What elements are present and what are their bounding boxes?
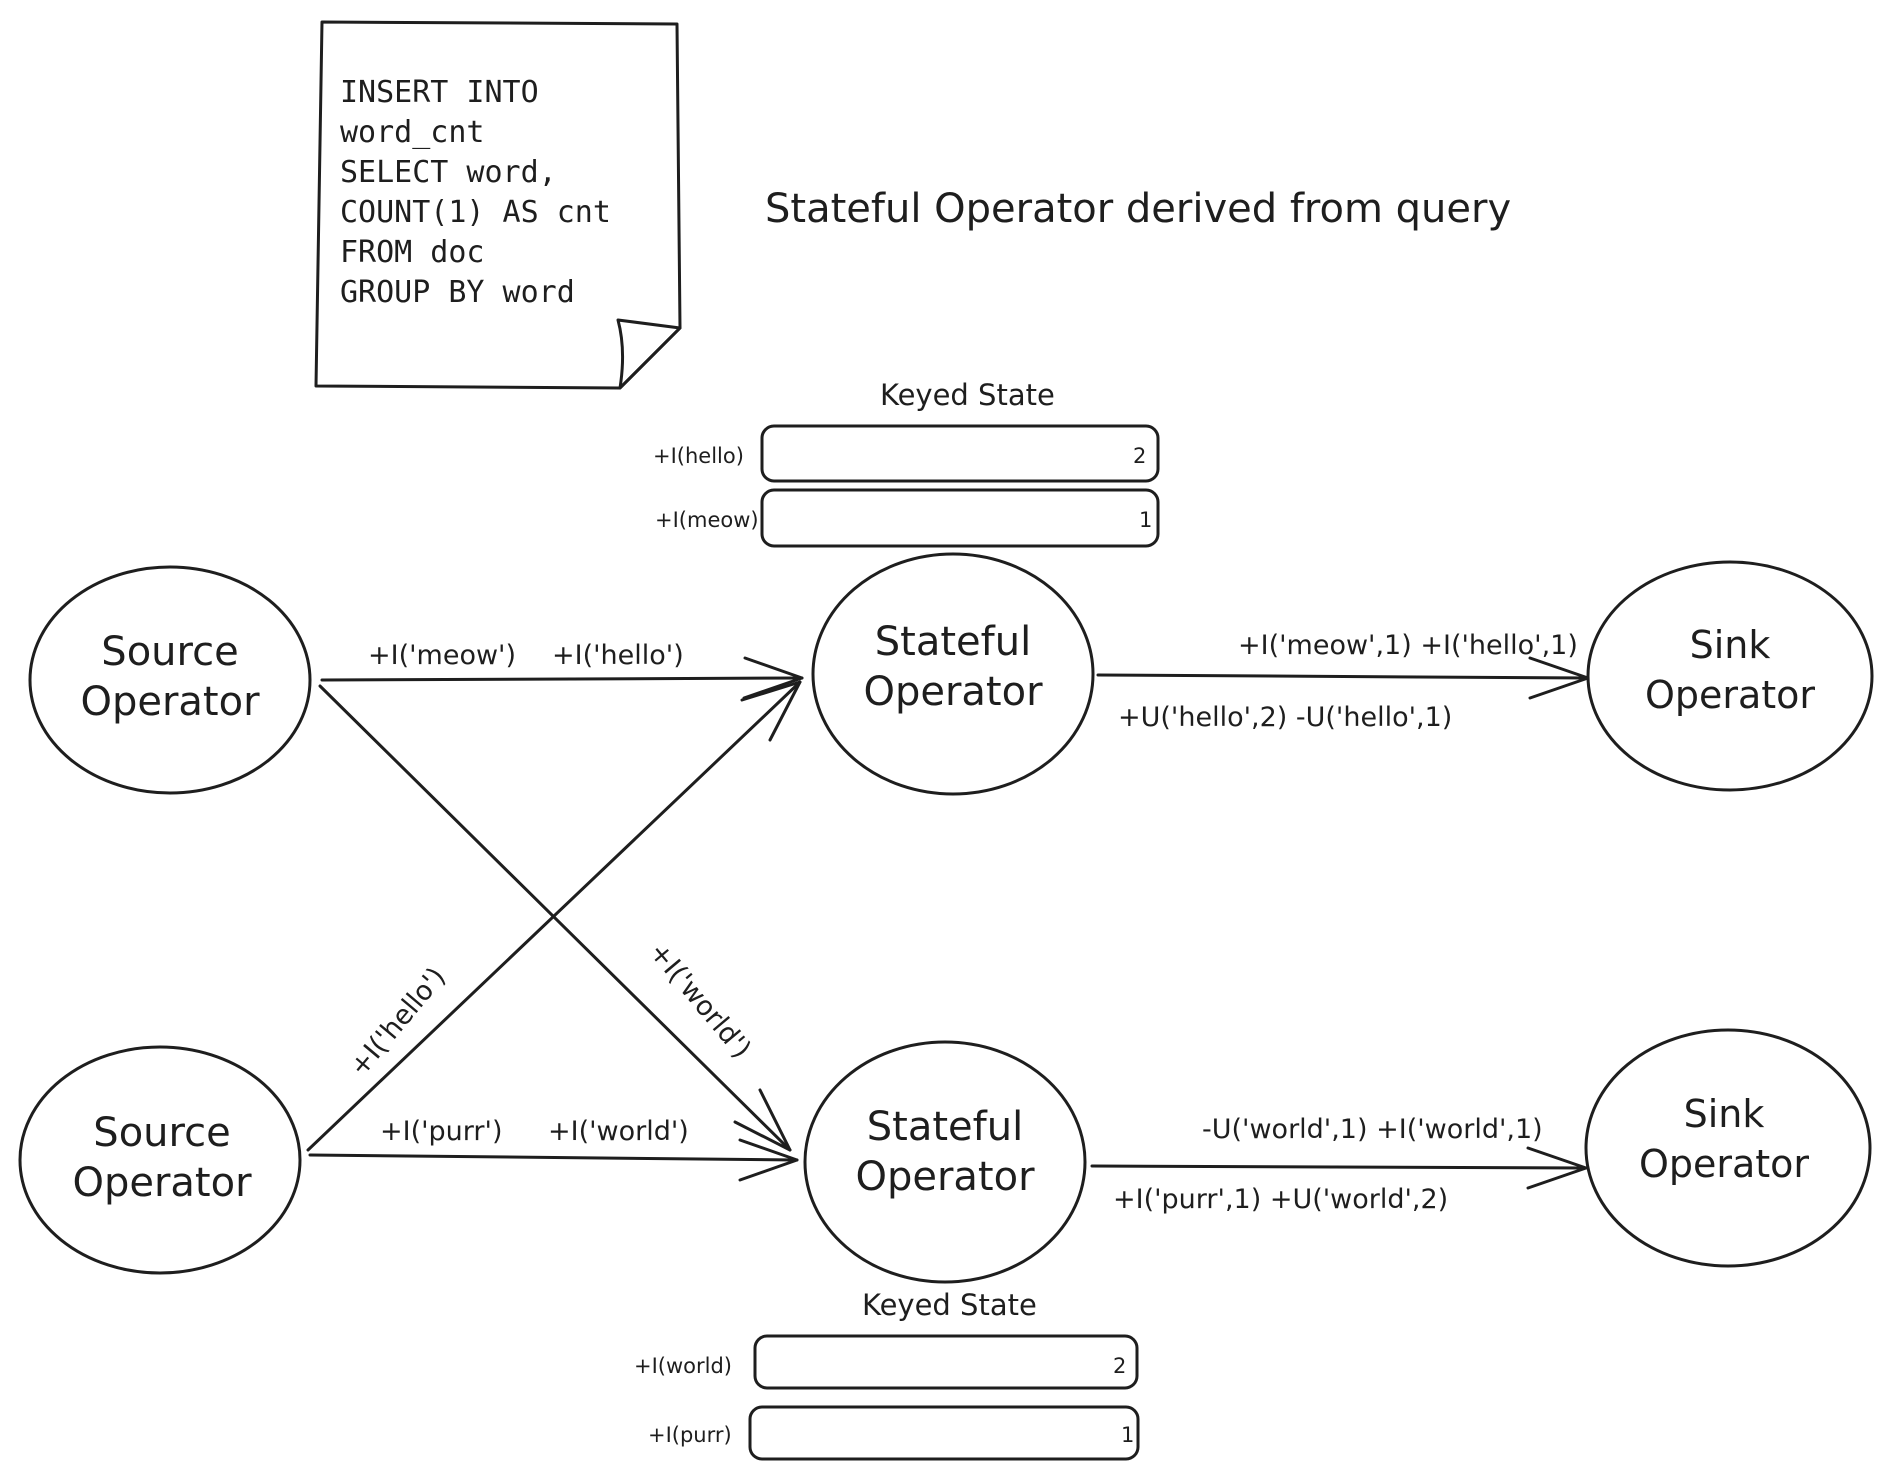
edge-stateful1-sink1 bbox=[1096, 673, 1590, 680]
edge-source2-stateful1 bbox=[306, 680, 802, 1152]
edge-source1-stateful2 bbox=[318, 684, 792, 1152]
state-value: 1 bbox=[1139, 508, 1152, 532]
source-operator-1: Source Operator bbox=[28, 565, 312, 795]
arrowhead bbox=[740, 680, 802, 742]
node-label: Operator bbox=[80, 679, 260, 725]
node-label: Source bbox=[93, 1110, 230, 1156]
state-value: 2 bbox=[1113, 1354, 1126, 1378]
node-label: Sink bbox=[1684, 1092, 1765, 1136]
state-bar-hello bbox=[760, 424, 1160, 483]
node-label: Operator bbox=[1639, 1142, 1809, 1186]
sink-operator-1: Sink Operator bbox=[1586, 560, 1874, 792]
sql-line: SELECT word, bbox=[340, 155, 557, 190]
state-key: +I(world) bbox=[634, 1354, 732, 1378]
state-bar-meow bbox=[760, 488, 1160, 548]
state-value: 1 bbox=[1121, 1423, 1134, 1447]
node-label: Operator bbox=[855, 1154, 1035, 1200]
arrowhead bbox=[1526, 1146, 1588, 1190]
edge-label: +I('purr',1) +U('world',2) bbox=[1113, 1184, 1448, 1215]
node-label: Sink bbox=[1690, 623, 1771, 667]
stateful-operator-1: Stateful Operator bbox=[811, 552, 1095, 796]
arrowhead bbox=[742, 656, 804, 700]
keyed-state-label: Keyed State bbox=[862, 1288, 1037, 1322]
diagram-title: Stateful Operator derived from query bbox=[765, 186, 1511, 232]
edge-label: +I('world') bbox=[643, 937, 757, 1065]
edge-label: +I('meow') bbox=[368, 640, 516, 671]
node-label: Operator bbox=[1645, 673, 1815, 717]
state-key: +I(hello) bbox=[653, 444, 744, 468]
sql-line: GROUP BY word bbox=[340, 275, 575, 310]
edge-source2-stateful2 bbox=[308, 1153, 799, 1162]
sql-line: INSERT INTO bbox=[340, 75, 539, 110]
edge-label: -U('world',1) +I('world',1) bbox=[1202, 1114, 1543, 1145]
edge-label: +I('world') bbox=[548, 1116, 689, 1147]
arrowhead bbox=[733, 1088, 792, 1152]
sql-line: word_cnt bbox=[340, 115, 485, 150]
sink-operator-2: Sink Operator bbox=[1584, 1028, 1872, 1268]
sql-note: INSERT INTO word_cnt SELECT word, COUNT(… bbox=[314, 20, 682, 390]
state-key: +I(meow) bbox=[655, 508, 759, 532]
edge-source1-stateful1 bbox=[320, 676, 804, 682]
keyed-state-bottom: Keyed State +I(world) 2 +I(purr) 1 bbox=[634, 1288, 1140, 1461]
node-label: Stateful bbox=[867, 1104, 1023, 1150]
node-label: Source bbox=[101, 629, 238, 675]
source-operator-2: Source Operator bbox=[18, 1045, 302, 1275]
edge-label: +I('meow',1) +I('hello',1) bbox=[1238, 630, 1578, 661]
state-key: +I(purr) bbox=[648, 1423, 732, 1447]
sql-line: COUNT(1) AS cnt bbox=[340, 195, 611, 230]
node-label: Operator bbox=[863, 669, 1043, 715]
node-label: Operator bbox=[72, 1160, 252, 1206]
state-bar-world bbox=[753, 1334, 1139, 1390]
node-label: Stateful bbox=[875, 619, 1031, 665]
edge-label: +U('hello',2) -U('hello',1) bbox=[1118, 702, 1452, 733]
edge-stateful2-sink2 bbox=[1090, 1164, 1588, 1170]
sql-line: FROM doc bbox=[340, 235, 485, 270]
keyed-state-top: Keyed State +I(hello) 2 +I(meow) 1 bbox=[653, 378, 1160, 548]
edge-label: +I('hello') bbox=[552, 640, 684, 671]
state-bar-purr bbox=[748, 1405, 1140, 1461]
stateful-operator-2: Stateful Operator bbox=[803, 1040, 1087, 1284]
state-value: 2 bbox=[1133, 444, 1146, 468]
arrowhead bbox=[738, 1138, 799, 1182]
keyed-state-label: Keyed State bbox=[880, 378, 1055, 412]
edge-label: +I('purr') bbox=[380, 1116, 502, 1147]
